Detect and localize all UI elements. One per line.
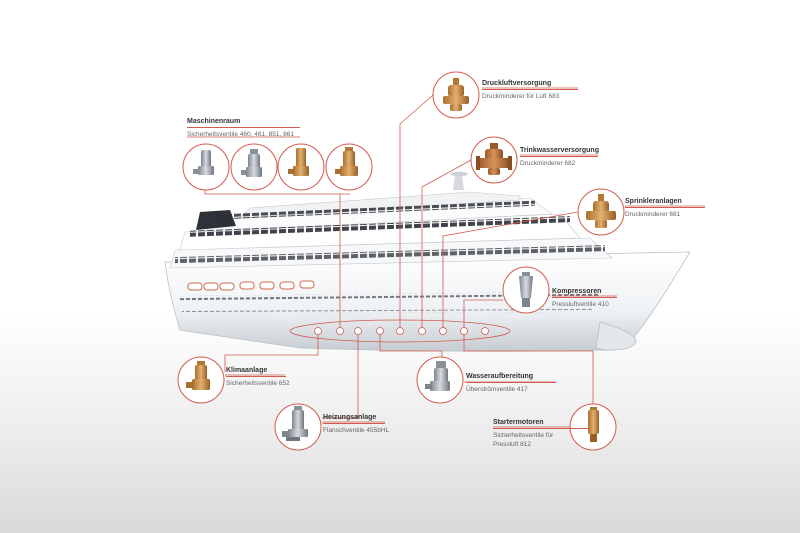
callout-title: Maschinenraum [187,118,241,125]
klimaanlage-valve-icon [177,356,225,404]
callout-underline [466,382,556,383]
callout-sprinkleranlagen: Sprinkleranlagen Druckminderer 681 [625,197,705,219]
callout-title: Trinkwasserversorgung [520,147,599,154]
callout-title: Sprinkleranlagen [625,198,682,205]
window-band-1 [190,216,570,237]
callout-kompressoren: Kompressoren Pressluftventile 410 [552,287,617,309]
valve-points [314,327,489,335]
callout-klimaanlage: Klimaanlage Sicherheitsventile 652 [226,366,290,388]
callout-title: Startermotoren [493,419,544,426]
cruise-ship [164,171,691,352]
window-band-4 [180,291,600,301]
valve-point [396,327,404,335]
callout-subtitle-line-1: Sicherheitsventile für [493,432,554,439]
startermotoren-valve-icon [569,403,617,451]
callout-underline [226,376,286,377]
valve-point [314,327,322,335]
valve-point [418,327,426,335]
callout-subtitle: Sicherheitsventile 652 [226,380,290,387]
window-band-5 [182,308,592,315]
callout-subtitle: Pressluftventile 410 [552,301,609,308]
callout-trinkwasserversorgung: Trinkwasserversorgung Druckminderer 682 [520,146,599,168]
callout-underline [323,423,385,424]
lifeboats [187,280,315,291]
callout-subtitle: Druckminderer für Luft 683 [482,93,560,100]
valve-point [354,327,362,335]
ship-mast [453,175,464,190]
callout-title: Klimaanlage [226,367,268,374]
callout-underline [552,297,617,298]
callout-startermotoren: Startermotoren Sicherheitsventile für Pr… [493,418,588,449]
ship-bow [595,321,637,351]
maschinenraum-valve-2-icon [230,143,278,191]
valve-points-outline [289,319,511,343]
callout-heizungsanlage: Heizungsanlage Flanschventile 455bHL [323,413,389,435]
sprinkleranlagen-valve-icon [577,188,625,236]
ship-radar [450,171,468,177]
valve-point [376,327,384,335]
callout-title: Heizungsanlage [323,414,377,421]
callout-subtitle: Sicherheitsventile 460, 461, 851, 861 [187,131,294,138]
callout-underline [625,207,705,208]
valve-point [481,327,489,335]
valve-point [336,327,344,335]
callout-underline [520,156,598,157]
valve-point [460,327,468,335]
maschinenraum-valve-3-icon [277,143,325,191]
callout-subtitle: Flanschventile 455bHL [323,427,390,434]
druckluftversorgung-valve-icon [432,71,480,119]
callout-druckluftversorgung: Druckluftversorgung Druckminderer für Lu… [482,79,578,101]
trinkwasserversorgung-valve-icon [470,136,518,184]
maschinenraum-valve-1-icon [182,143,230,191]
kompressoren-valve-icon [502,266,550,314]
callout-subtitle-line-2: Pressluft 812 [493,441,531,448]
callout-subtitle: Druckminderer 681 [625,211,681,218]
window-band-3 [175,245,605,264]
callout-underline [187,127,300,128]
callout-underline [482,89,578,90]
valve-point [439,327,447,335]
callout-maschinenraum: Maschinenraum Sicherheitsventile 460, 46… [187,117,300,139]
callout-subtitle: Überströmventile 417 [466,386,528,393]
callout-title: Kompressoren [552,288,602,295]
callout-title: Druckluftversorgung [482,80,552,87]
wasseraufbereitung-valve-icon [416,356,464,404]
heizungsanlage-valve-icon [274,403,322,451]
window-band-2 [215,200,535,220]
callout-title: Wasseraufbereitung [466,373,534,380]
callout-wasseraufbereitung: Wasseraufbereitung Überströmventile 417 [466,372,556,394]
connector-lines [187,87,705,428]
callout-subtitle: Druckminderer 682 [520,160,576,167]
maschinenraum-valve-4-icon [325,143,373,191]
callout-underline [493,428,588,429]
